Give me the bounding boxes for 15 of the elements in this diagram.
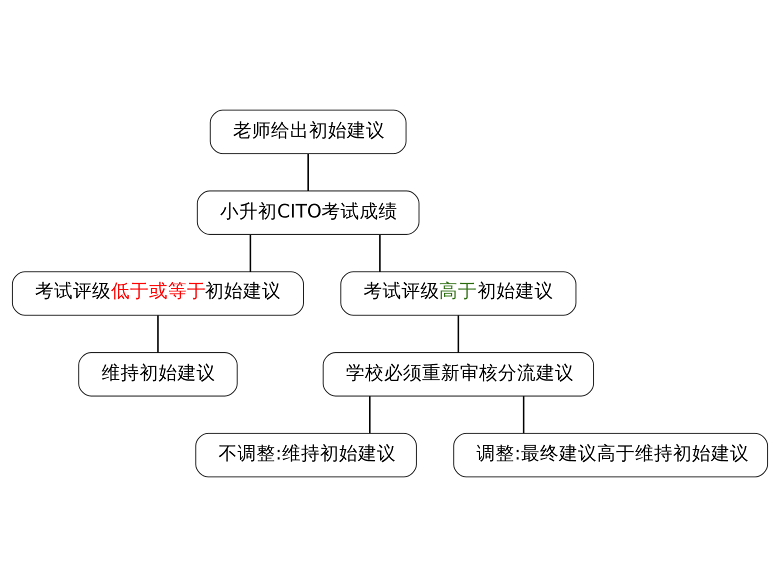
node-box: 学校必须重新审核分流建议 — [322, 352, 594, 396]
connector — [157, 315, 159, 352]
connector — [250, 234, 252, 272]
connector — [522, 396, 524, 433]
connector — [458, 315, 460, 352]
node-box: 考试评级低于或等于初始建议 — [12, 270, 304, 316]
node-box: 小升初CITO考试成绩 — [196, 190, 420, 234]
node-box: 老师给出初始建议 — [210, 109, 407, 154]
node-box: 调整:最终建议高于维持初始建议 — [453, 432, 768, 477]
node-box: 不调整:维持初始建议 — [195, 432, 417, 477]
connector — [379, 234, 381, 272]
connector — [307, 153, 309, 190]
connector — [369, 396, 371, 433]
node-box: 维持初始建议 — [78, 352, 238, 396]
node-box: 考试评级高于初始建议 — [340, 270, 576, 316]
